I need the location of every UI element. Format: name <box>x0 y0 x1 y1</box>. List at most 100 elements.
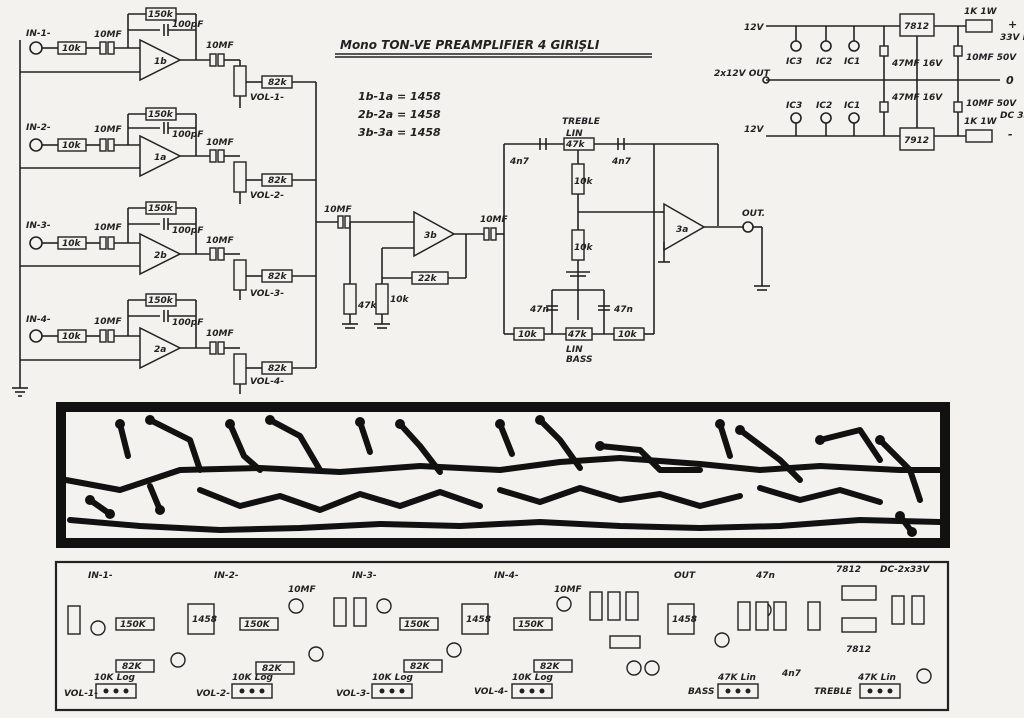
layout-r82k-2: 82K <box>262 664 283 674</box>
layout-treble: TREBLE <box>814 687 853 697</box>
psu-dc-top: 33V DC <box>1000 33 1024 43</box>
treble-label: TREBLE <box>562 117 601 127</box>
layout-bass: BASS <box>688 687 714 697</box>
channel-2-rin: 10k <box>62 141 82 151</box>
layout-treble-pot: 47K Lin <box>857 673 896 683</box>
layout-ic3: 1458 <box>672 615 697 625</box>
tone-c4: 47n <box>613 305 633 315</box>
channel-1-input: IN-1- <box>26 29 51 39</box>
channel-1-opamp: 1b <box>154 57 167 67</box>
treble-lin: LIN <box>566 129 583 139</box>
channel-3: IN-3- 10k 10MF 2b 150k 100pF 10MF 82k VO… <box>20 201 316 300</box>
opamp-2b-icon <box>139 232 182 276</box>
ic-note-1: 1b-1a = 1458 <box>358 90 441 103</box>
layout-r82k-1: 82K <box>122 662 143 672</box>
channel-4-opamp: 2a <box>154 345 166 355</box>
channel-4-input: IN-4- <box>26 315 51 325</box>
tone-c2: 4n7 <box>611 157 632 167</box>
ic-note-3: 3b-3a = 1458 <box>358 126 441 139</box>
opamp-3b-icon <box>413 210 456 258</box>
channel-2-cout: 10MF <box>206 138 234 148</box>
channel-1-rout: 82k <box>268 78 288 88</box>
tone-c1: 4n7 <box>509 157 530 167</box>
layout-reg2: 7812 <box>846 645 871 655</box>
psu-zero: 0 <box>1006 74 1014 87</box>
channel-3-rin: 10k <box>62 239 82 249</box>
layout-in4: IN-4- <box>494 571 519 581</box>
layout-vol4: VOL-4- <box>474 687 508 697</box>
channel-3-rout: 82k <box>268 272 288 282</box>
channel-4-vol: VOL-4- <box>250 377 284 387</box>
tone-out: OUT. <box>742 209 765 219</box>
channel-4-rfb: 150k <box>148 296 174 306</box>
tone-rmid1: 10k <box>574 177 594 187</box>
mixer-opamp: 3b <box>424 231 437 241</box>
layout-pot4: 10K Log <box>512 673 554 683</box>
layout-in3: IN-3- <box>352 571 377 581</box>
layout-r150k-2: 150K <box>244 620 271 630</box>
psu-cap-b: 10MF 50V <box>966 53 1017 63</box>
layout-in2: IN-2- <box>214 571 239 581</box>
layout-pot3: 10K Log <box>372 673 414 683</box>
vol-pot-1-icon <box>233 65 247 97</box>
psu-r-top: 1K 1W <box>964 7 998 17</box>
channel-1-cfb: 100pF <box>172 20 204 30</box>
tone-stage: 4n7 TREBLE LIN 47k 4n7 10k 10k 10k 47k L… <box>503 117 770 365</box>
mixer-r1: 47k <box>357 301 378 311</box>
channel-4-rout: 82k <box>268 364 288 374</box>
psu-ic1: IC1 <box>844 57 860 67</box>
psu-ic1b: IC1 <box>844 101 860 111</box>
channel-3-vol: VOL-3- <box>250 289 284 299</box>
opamp-1b-icon <box>139 38 182 82</box>
layout-cap-47n: 47n <box>755 571 775 581</box>
psu-cap-a: 47MF 16V <box>891 59 943 69</box>
page-title: Mono TON-VE PREAMPLIFIER 4 GIRIŞLI <box>340 38 600 52</box>
psu-cap-d: 10MF 50V <box>966 99 1017 109</box>
layout-r82k-3: 82K <box>410 662 431 672</box>
treble-pot: 47k <box>565 140 586 150</box>
bass-pot: 47k <box>567 330 588 340</box>
layout-r150k-4: 150K <box>518 620 545 630</box>
channel-2-rfb: 150k <box>148 110 174 120</box>
pcb-copper <box>56 402 950 548</box>
channel-1-cout: 10MF <box>206 41 234 51</box>
layout-vol1: VOL-1- <box>64 689 98 699</box>
channel-2-cap: 10MF <box>94 125 122 135</box>
psu-ic3b: IC3 <box>786 101 802 111</box>
channel-4: IN-4- 10k 10MF 2a 150k 100pF 10MF 82k VO… <box>20 293 316 394</box>
layout-ic1: 1458 <box>192 615 217 625</box>
out-jack-icon <box>742 221 754 233</box>
psu-r-bot: 1K 1W <box>964 117 998 127</box>
channel-4-rin: 10k <box>62 332 82 342</box>
psu-ic2b: IC2 <box>816 101 832 111</box>
psu-vin2: 12V <box>744 125 765 135</box>
tone-c3: 47n <box>529 305 549 315</box>
layout-cap-4n7: 4n7 <box>781 669 802 679</box>
tone-rleft: 10k <box>518 330 538 340</box>
opamp-1a-icon <box>139 134 182 178</box>
layout-vol2: VOL-2- <box>196 689 230 699</box>
psu-ic3: IC3 <box>786 57 802 67</box>
channel-1-cap: 10MF <box>94 30 122 40</box>
layout-cap-1: 10MF <box>288 585 316 595</box>
channel-2: IN-2- 10k 10MF 1a 150k 100pF 10MF 82k VO… <box>20 107 316 204</box>
tone-rmid2: 10k <box>574 243 594 253</box>
layout-out: OUT <box>674 571 696 581</box>
jack-icon <box>29 41 43 55</box>
channel-1-rfb: 150k <box>148 10 174 20</box>
channel-3-rfb: 150k <box>148 204 174 214</box>
psu-ic2: IC2 <box>816 57 832 67</box>
mixer-cap-in: 10MF <box>324 205 352 215</box>
channel-4-cout: 10MF <box>206 329 234 339</box>
layout-r150k-1: 150K <box>120 620 147 630</box>
mixer-rfb: 22k <box>418 274 438 284</box>
channel-1: IN-1- 10k 10MF 1b 150k 100pF 10MF 82k VO… <box>20 7 316 108</box>
channel-3-cfb: 100pF <box>172 226 204 236</box>
channel-2-opamp: 1a <box>154 153 166 163</box>
component-layout: IN-1- IN-2- IN-3- IN-4- OUT 7812 DC-2x33… <box>54 560 950 712</box>
layout-in1: IN-1- <box>88 571 113 581</box>
psu-dc-bot: DC 33V <box>1000 111 1024 121</box>
channel-3-cout: 10MF <box>206 236 234 246</box>
